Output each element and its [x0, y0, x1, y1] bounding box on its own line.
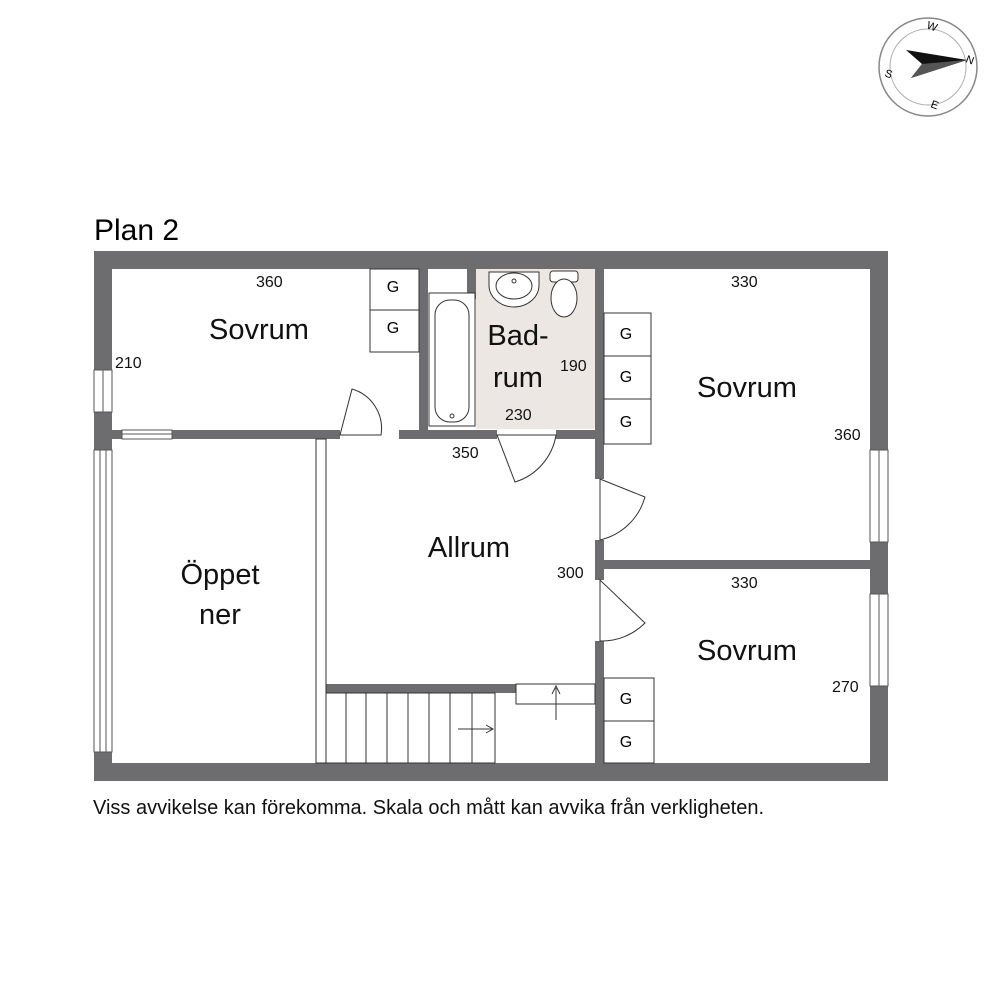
room-label-oppet-line2: ner — [199, 599, 241, 631]
door-sovrum-right-bottom — [599, 578, 646, 642]
bathroom-fixtures — [428, 270, 579, 427]
staircase — [325, 683, 596, 764]
dimension-label: 270 — [832, 679, 859, 696]
compass-s-label: S — [883, 68, 894, 82]
room-label-sovrum-right-top: Sovrum — [697, 372, 797, 404]
room-label-allrum: Allrum — [428, 532, 510, 564]
compass-rose: W N E S — [878, 17, 978, 117]
closet-label: G — [620, 414, 632, 431]
room-label-sovrum-right-bottom: Sovrum — [697, 635, 797, 667]
room-label-oppet-line1: Öppet — [181, 559, 260, 591]
dimension-label: 300 — [557, 565, 584, 582]
windows — [93, 369, 889, 753]
door-sovrum-top-left — [339, 388, 383, 436]
closet-label: G — [620, 326, 632, 343]
room-label-badrum-line2: rum — [493, 362, 543, 394]
compass-n-label: N — [964, 54, 976, 68]
compass-w-label: W — [925, 20, 939, 35]
dimension-label: 330 — [731, 575, 758, 592]
doors — [339, 388, 646, 642]
dimension-label: 330 — [731, 274, 758, 291]
dimension-label: 360 — [256, 274, 283, 291]
door-badrum — [496, 434, 557, 483]
room-label-badrum-line1: Bad- — [487, 320, 548, 352]
closet-label: G — [620, 691, 632, 708]
dimension-label: 190 — [560, 358, 587, 375]
closet-label: G — [387, 320, 399, 337]
compass-e-label: E — [929, 99, 940, 113]
dimension-label: 350 — [452, 445, 479, 462]
closets — [369, 268, 655, 764]
dimension-label: 360 — [834, 427, 861, 444]
dimension-label: 210 — [115, 355, 142, 372]
closet-label: G — [387, 279, 399, 296]
room-label-sovrum-top-left: Sovrum — [209, 314, 309, 346]
closet-label: G — [620, 734, 632, 751]
plan-title: Plan 2 — [94, 214, 179, 247]
dimension-label: 230 — [505, 407, 532, 424]
door-sovrum-right-top — [599, 478, 646, 541]
closet-label: G — [620, 369, 632, 386]
railing — [315, 438, 327, 764]
disclaimer-text: Viss avvikelse kan förekomma. Skala och … — [93, 797, 765, 819]
